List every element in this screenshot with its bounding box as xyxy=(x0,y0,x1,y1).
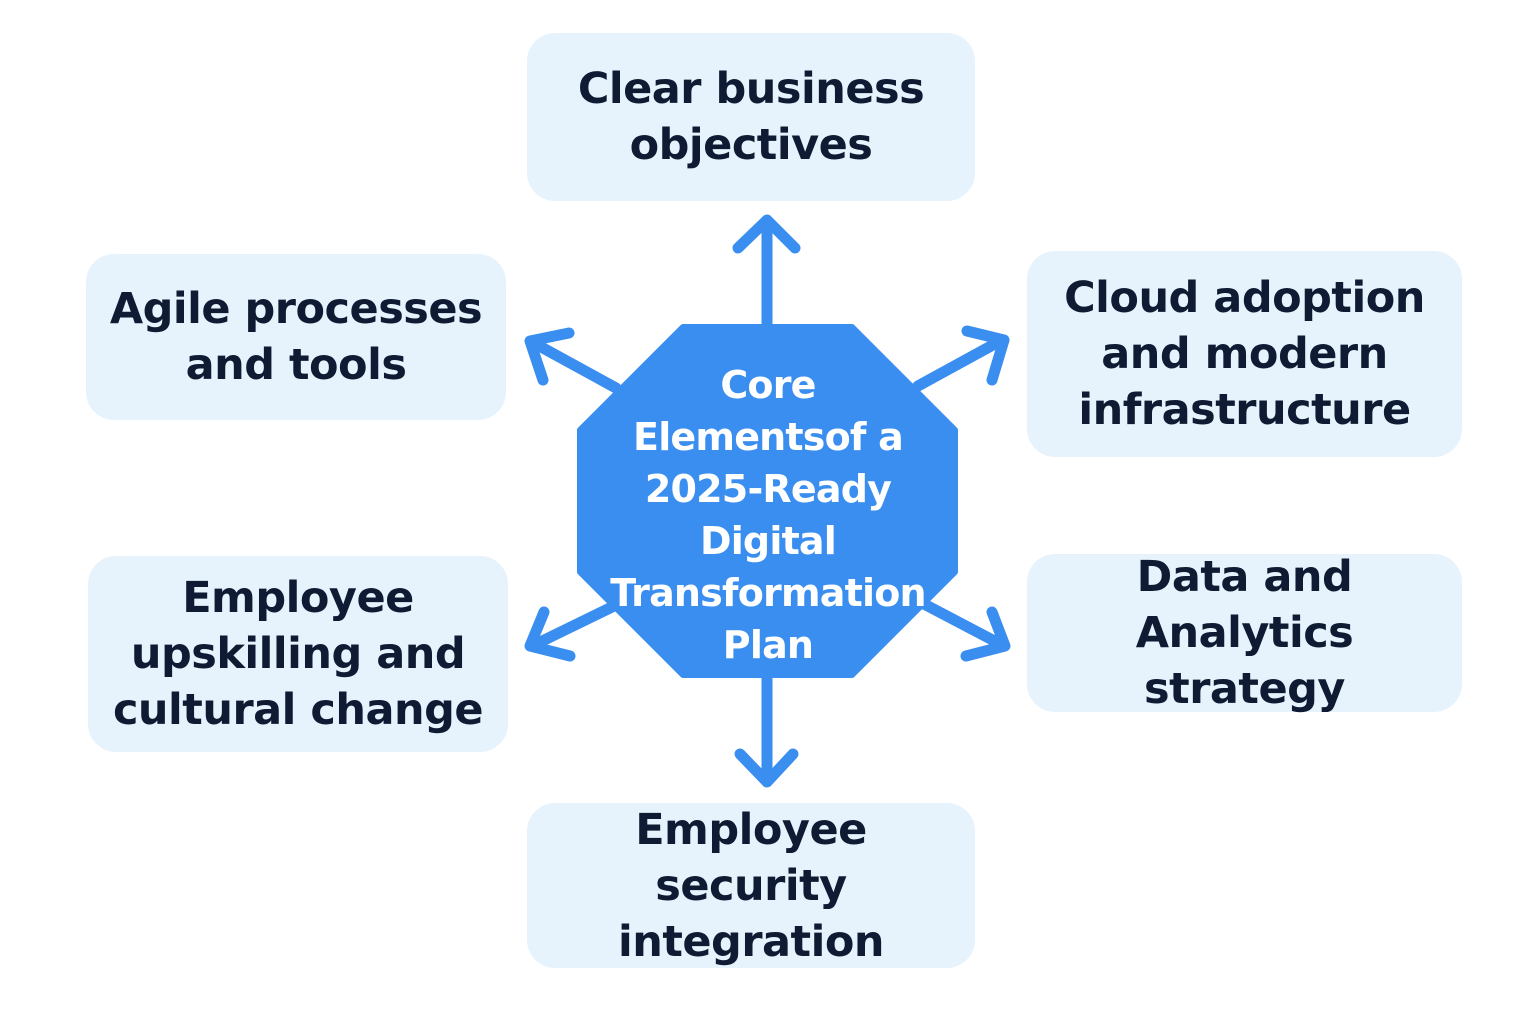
center-title: Core Elementsof a 2025-Ready Digital Tra… xyxy=(600,360,936,670)
box-label-line: objectives xyxy=(629,120,873,170)
box-label-line: Analytics strategy xyxy=(1135,608,1354,714)
box-cloud-adoption: Cloud adoption and modern infrastructure xyxy=(1027,251,1462,457)
box-label-line: Data and xyxy=(1136,552,1353,602)
center-title-line: 2025-Ready xyxy=(644,467,892,511)
box-label-line: and tools xyxy=(185,340,407,390)
center-title-line: Plan xyxy=(722,623,814,667)
box-data-analytics: Data and Analytics strategy xyxy=(1027,552,1462,714)
arrow-lower-right xyxy=(918,598,1011,662)
arrow-lower-left xyxy=(524,601,618,662)
box-employee-security: Employee security integration xyxy=(527,803,975,968)
center-title-line: Digital xyxy=(699,519,837,563)
arrow-upper-left xyxy=(524,327,622,394)
box-label-line: and modern xyxy=(1101,329,1388,379)
box-label-line: Employee security xyxy=(635,804,867,911)
arrow-up xyxy=(732,214,801,336)
box-agile-processes: Agile processes and tools xyxy=(86,254,506,420)
box-label-line: Cloud adoption xyxy=(1064,273,1425,323)
arrow-down xyxy=(734,666,799,788)
center-title-line: Elementsof a xyxy=(633,415,904,459)
connector-arrows xyxy=(524,214,1011,788)
box-clear-business-objectives: Clear business objectives xyxy=(527,33,975,201)
center-octagon xyxy=(577,324,958,678)
center-title-line: Core xyxy=(720,363,816,407)
box-label-line: infrastructure xyxy=(1078,385,1411,435)
box-label-line: cultural change xyxy=(112,685,484,735)
box-label-line: Agile processes xyxy=(109,284,483,334)
box-employee-upskilling: Employee upskilling and cultural change xyxy=(88,556,508,752)
box-label-line: Clear business xyxy=(577,64,925,114)
box-label-line: upskilling and xyxy=(130,629,466,679)
center-title-line: Transformation xyxy=(610,571,926,615)
box-label-line: Employee xyxy=(182,573,414,623)
box-label-line: integration xyxy=(617,916,885,967)
arrow-upper-right xyxy=(912,325,1010,392)
